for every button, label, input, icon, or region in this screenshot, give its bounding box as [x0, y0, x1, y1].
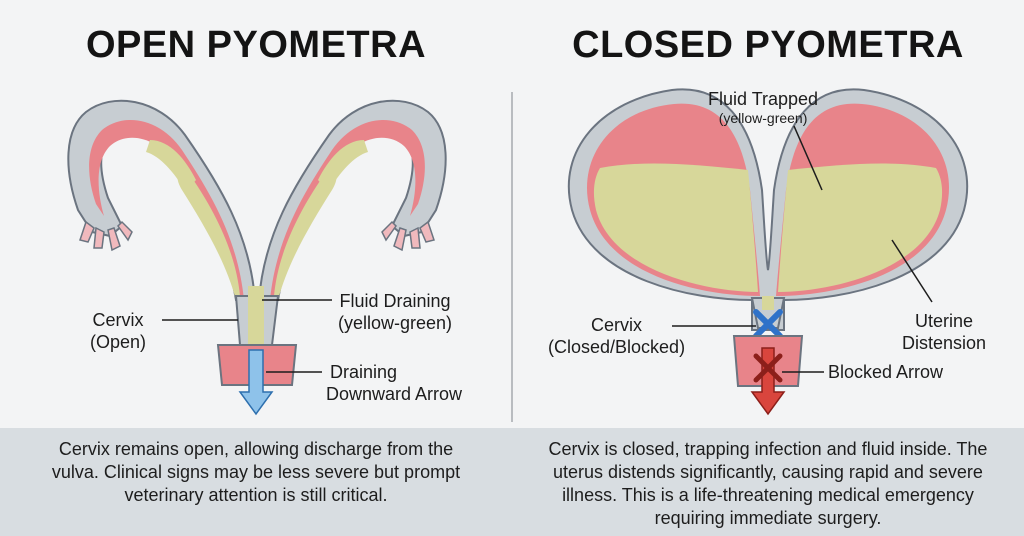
open-cervix-label-line2: (Open) — [90, 332, 147, 352]
open-left-fimbria — [79, 220, 133, 252]
open-left-horn-lining — [89, 119, 244, 300]
closed-distension-label-line2: Distension — [902, 333, 987, 353]
closed-fluid-leader — [793, 125, 823, 191]
closed-fluid-left — [593, 163, 758, 292]
open-arrow-label-line1: Draining — [330, 362, 398, 382]
open-fluid-label-line1: Fluid Draining — [339, 291, 451, 311]
open-fluid-left — [177, 171, 240, 300]
closed-blocked-arrow-x — [753, 353, 783, 383]
panel-divider — [511, 92, 513, 422]
open-pyometra-title: OPEN PYOMETRA — [85, 24, 427, 66]
closed-fluid-label: Fluid Trapped (yellow-green) — [708, 88, 818, 127]
open-right-horn-lining — [270, 119, 425, 300]
open-right-fimbria — [381, 220, 435, 252]
closed-distension-label-line1: Uterine — [915, 311, 974, 331]
open-pyometra-diagram — [67, 99, 447, 416]
open-pyometra-caption: Cervix remains open, allowing discharge … — [51, 439, 461, 505]
closed-cervix-block-x — [753, 309, 783, 339]
closed-pyometra-title: CLOSED PYOMETRA — [572, 24, 964, 66]
closed-blocked-arrow — [750, 347, 786, 416]
open-pyometra-panel: OPEN PYOMETRA — [67, 24, 462, 416]
open-fluid-canal — [248, 286, 264, 346]
closed-cervix-label-line1: Cervix — [591, 315, 643, 335]
open-fluid-right-blob — [318, 140, 368, 192]
closed-fluid-label-line2: (yellow-green) — [718, 110, 808, 126]
open-fluid-left-blob — [146, 140, 196, 192]
closed-fluid-cervix — [762, 296, 774, 310]
open-arrow-label-line2: Downward Arrow — [326, 384, 463, 404]
open-fluid-right — [274, 171, 337, 300]
caption-footer — [0, 428, 1024, 536]
open-fluid-label: Fluid Draining (yellow-green) — [338, 290, 452, 334]
closed-fluid-label-line1: Fluid Trapped — [708, 89, 819, 109]
closed-distension-leader — [891, 239, 933, 303]
closed-pyometra-caption: Cervix is closed, trapping infection and… — [548, 439, 988, 528]
closed-blocked-arrow-label: Blocked Arrow — [828, 362, 944, 382]
closed-cervix-label-line2: (Closed/Blocked) — [548, 337, 686, 357]
open-cervix-label-line1: Cervix — [92, 310, 144, 330]
open-fluid-label-line2: (yellow-green) — [338, 313, 453, 333]
closed-fluid-right — [778, 163, 943, 292]
closed-pyometra-panel: CLOSED PYOMETRA Fluid Trapp — [512, 0, 1024, 536]
closed-pyometra-diagram — [567, 88, 969, 416]
open-cervix-label: Cervix (Open) — [90, 309, 146, 353]
open-arrow-label: Draining Downward Arrow — [326, 361, 462, 405]
closed-distension-label: Uterine Distension — [902, 310, 986, 354]
closed-cervix-label: Cervix (Closed/Blocked) — [548, 314, 685, 358]
open-draining-arrow — [238, 349, 274, 416]
